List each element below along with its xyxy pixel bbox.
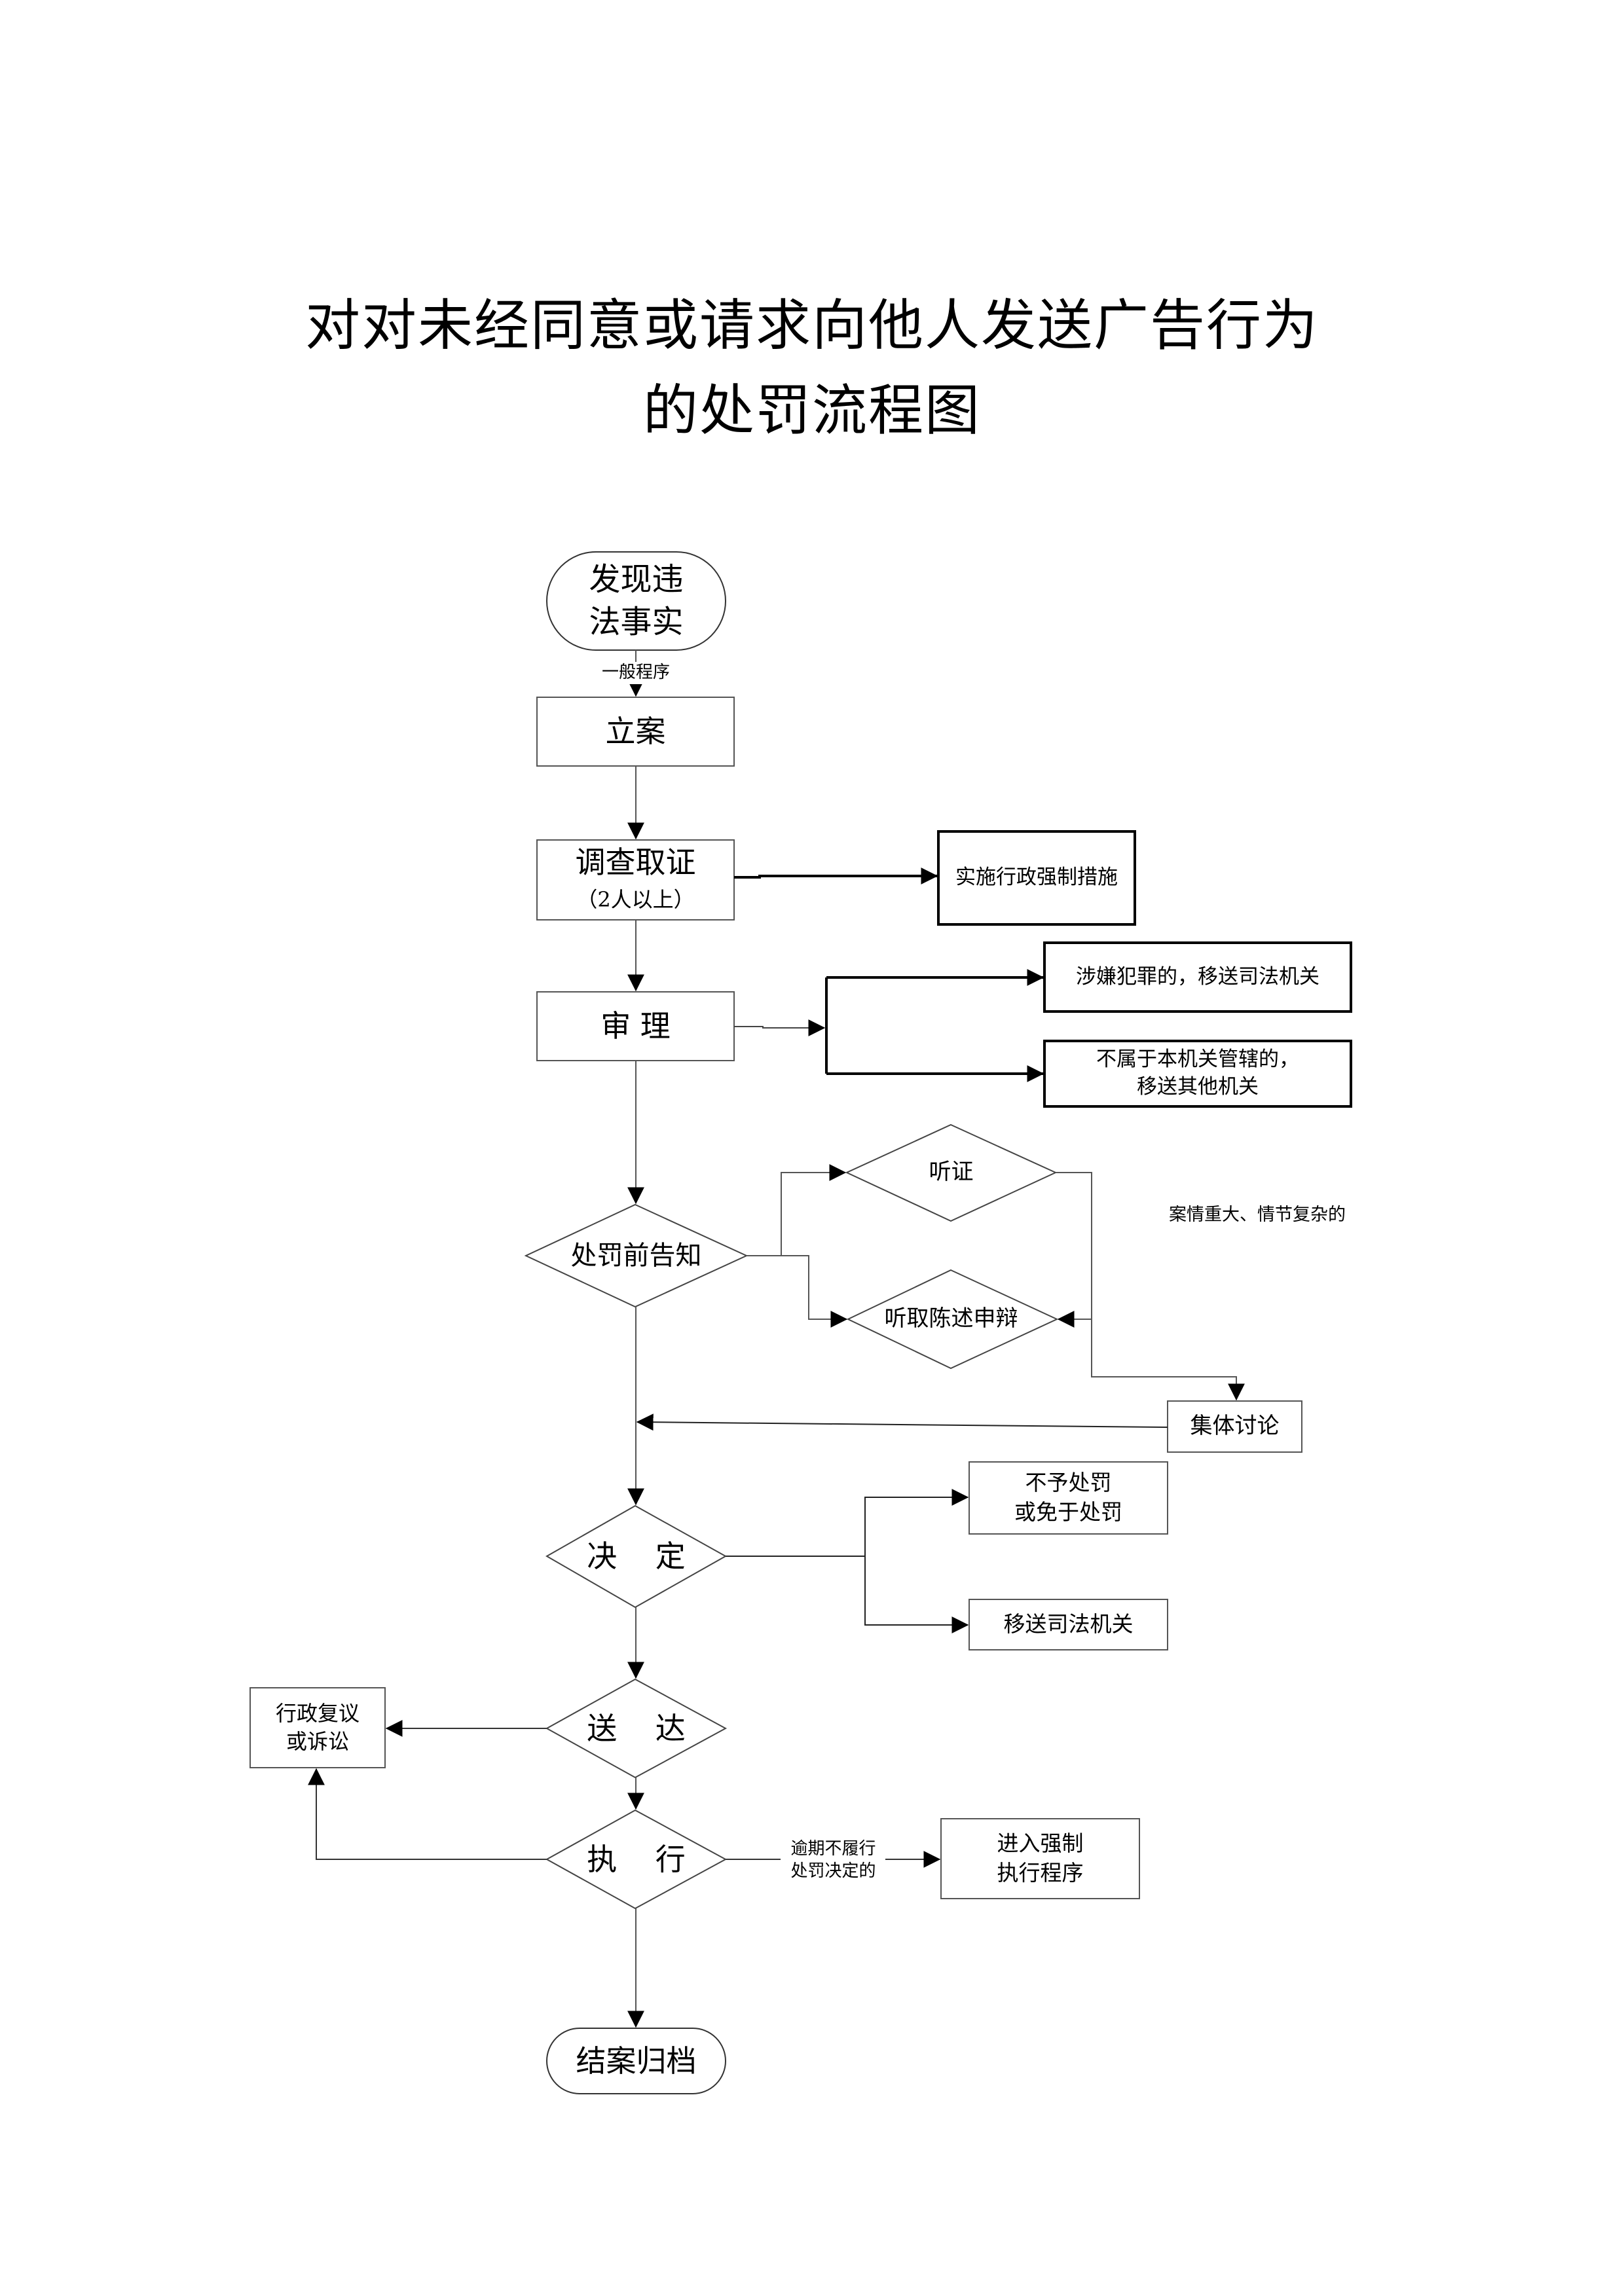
edge-prenotice-hearing (747, 1164, 847, 1256)
statement-defense-label: 听取陈述申辩 (884, 1305, 1018, 1332)
close-label: 结案归档 (576, 2043, 697, 2079)
decision-label: 决 定 (587, 1538, 686, 1574)
review-label: 审 理 (600, 1008, 671, 1044)
start-label: 发现违 法事实 (589, 561, 684, 640)
transfer-judicial-crime-box (1043, 941, 1352, 1013)
enforcement-label: 进入强制 执行程序 (997, 1831, 1084, 1886)
collective-discussion-box (1167, 1400, 1302, 1453)
transfer-other-label: 不属于本机关管辖的， 移送其他机关 (1096, 1048, 1299, 1099)
execution-label: 执 行 (587, 1841, 686, 1877)
hearing-label: 听证 (929, 1159, 974, 1186)
edge-investigation-coercive (734, 867, 938, 884)
edge-hearing-right (1056, 1172, 1245, 1401)
edge-collective-main (636, 1413, 1168, 1431)
overdue-label: 逾期不履行 处罚决定的 (790, 1839, 876, 1881)
page-title-line-1: 对对未经同意或请求向他人发送广告行为 (304, 293, 1319, 357)
edge-decision-transfer (864, 1556, 969, 1633)
enforcement-box (940, 1818, 1140, 1899)
filing-label: 立案 (605, 714, 666, 750)
coercive-measures-label: 实施行政强制措施 (955, 866, 1118, 890)
hearing-diamond (845, 1123, 1058, 1222)
investigation-note-label: （2人以上） (576, 887, 695, 913)
transfer-judicial-label: 移送司法机关 (1003, 1611, 1134, 1637)
no-penalty-label: 不予处罚 或免于处罚 (1014, 1470, 1122, 1525)
transfer-judicial-box (969, 1599, 1168, 1650)
transfer-other-box (1043, 1040, 1352, 1108)
serious-complex-label: 案情重大、情节复杂的 (1169, 1205, 1346, 1225)
page-title-line-2: 的处罚流程图 (642, 378, 981, 443)
edge-branch-crime (825, 977, 1043, 1074)
no-penalty-box (969, 1461, 1168, 1535)
collective-discussion-label: 集体讨论 (1190, 1413, 1280, 1440)
coercive-measures-box (937, 830, 1136, 926)
transfer-judicial-crime-label: 涉嫌犯罪的，移送司法机关 (1076, 964, 1320, 989)
filing-box (536, 697, 735, 767)
edge-execution-reconsideration (308, 1768, 547, 1860)
pre-notice-label: 处罚前告知 (570, 1241, 702, 1271)
edge-prenotice-statement (781, 1255, 848, 1328)
reconsideration-box (249, 1687, 386, 1768)
general-procedure-label: 一般程序 (583, 662, 688, 684)
investigation-label: 调查取证 (575, 844, 696, 880)
edge-decision-nopenalty (726, 1489, 969, 1557)
service-label: 送 达 (587, 1710, 686, 1746)
reconsideration-label: 行政复议 或诉讼 (275, 1700, 360, 1754)
close-terminal (546, 2028, 726, 2094)
edge-review-branch (734, 1019, 826, 1036)
statement-defense-diamond (846, 1269, 1059, 1370)
